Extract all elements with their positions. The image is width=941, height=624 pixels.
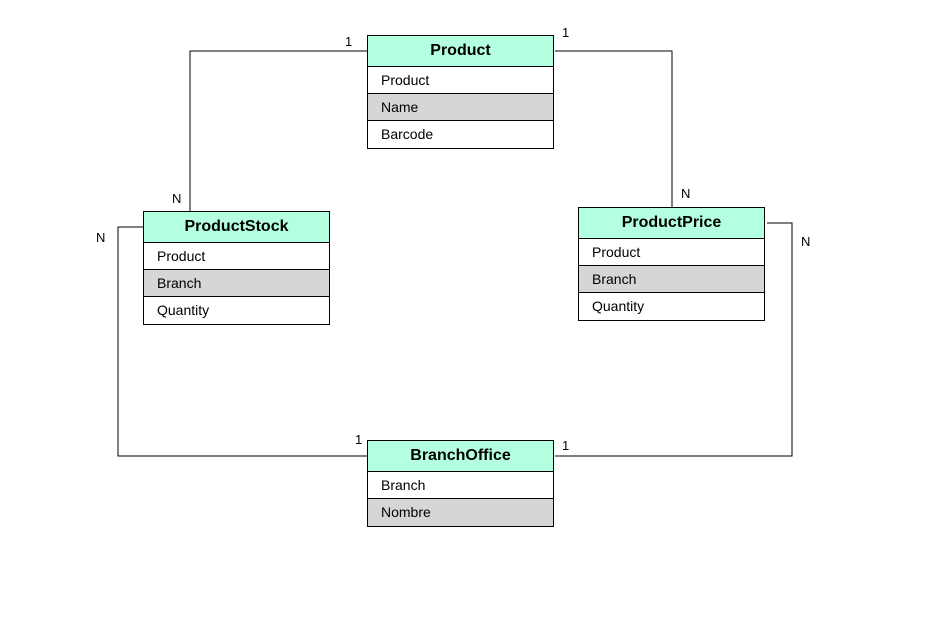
cardinality-product-stock-one: 1 [345,34,353,49]
cardinality-branch-stock-one: 1 [355,432,363,447]
field-row: Nombre [368,499,553,526]
field-row: Branch [368,472,553,499]
field-row: Branch [579,266,764,293]
field-row: Barcode [368,121,553,148]
cardinality-branch-price-one: 1 [562,438,570,453]
field-row: Product [579,239,764,266]
connector-product-productstock [189,50,367,211]
field-row: Quantity [579,293,764,320]
entity-product[interactable]: Product Product Name Barcode [367,35,554,149]
field-row: Name [368,94,553,121]
entity-branchoffice[interactable]: BranchOffice Branch Nombre [367,440,554,527]
entity-fields: Product Name Barcode [368,67,553,148]
field-row: Product [368,67,553,94]
connector-branchoffice-productprice [555,222,793,457]
connector-branchoffice-productstock [117,226,367,457]
cardinality-product-price-many: N [681,186,691,201]
entity-fields: Product Branch Quantity [579,239,764,320]
field-row: Branch [144,270,329,297]
entity-fields: Product Branch Quantity [144,243,329,324]
connector-product-productprice [555,50,673,207]
entity-productstock[interactable]: ProductStock Product Branch Quantity [143,211,330,325]
field-row: Product [144,243,329,270]
entity-title: Product [368,36,553,67]
entity-title: ProductPrice [579,208,764,239]
cardinality-branch-price-many: N [801,234,811,249]
field-row: Quantity [144,297,329,324]
entity-title: ProductStock [144,212,329,243]
cardinality-product-stock-many: N [172,191,182,206]
entity-fields: Branch Nombre [368,472,553,526]
entity-productprice[interactable]: ProductPrice Product Branch Quantity [578,207,765,321]
cardinality-branch-stock-many: N [96,230,106,245]
cardinality-product-price-one: 1 [562,25,570,40]
entity-title: BranchOffice [368,441,553,472]
